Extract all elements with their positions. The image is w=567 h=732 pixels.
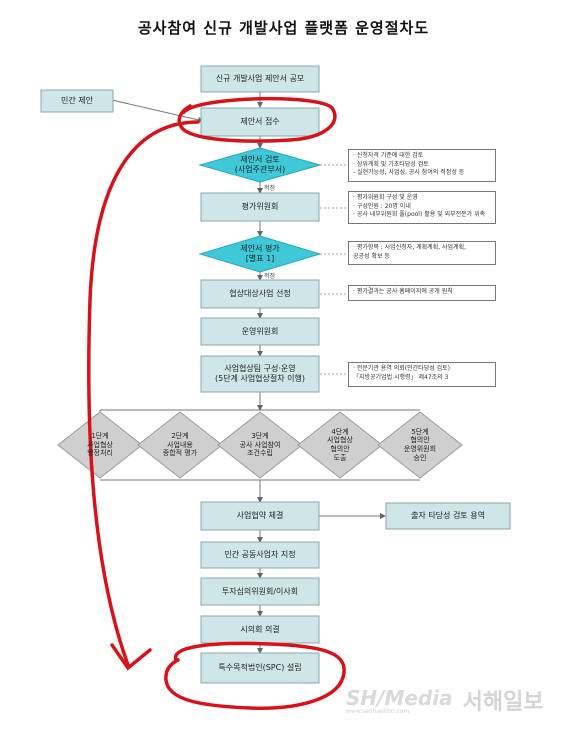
step-call-label: 신규 개발사업 제안서 공모 xyxy=(215,74,305,83)
step-partner-label: 민간 공동사업자 지정 xyxy=(224,550,296,559)
step-agreement-label: 사업협약 체결 xyxy=(236,511,284,520)
watermark: SH/Media www.seohaeilbo.com 서해일보 xyxy=(346,684,544,716)
red-circle-bottom xyxy=(164,641,346,710)
side-study-label: 출자 타당성 검토 용역 xyxy=(411,511,485,520)
stage-2-diamond xyxy=(137,411,223,479)
step-select-box xyxy=(200,279,320,309)
step-council-box xyxy=(200,615,320,644)
evaluation-subtitle: [별표 1] xyxy=(245,254,275,263)
step-investment-box xyxy=(200,577,320,606)
note-evaluation: · 평가항목 : 사업신청자, 계획계획, 사업계획, 공공성 확보 등 xyxy=(348,241,496,265)
red-circle-top xyxy=(177,96,337,143)
step-team-box xyxy=(200,355,320,393)
review-title: 제안서 검토 xyxy=(240,155,280,164)
evaluation-title: 제안서 평가 xyxy=(240,244,280,253)
step-partner-box xyxy=(200,541,320,569)
step-receive-label: 제안서 접수 xyxy=(240,117,280,126)
stage-1-diamond xyxy=(57,411,143,479)
note-review: · 신청자격 기준에 대한 검토· 상위계획 및 기초타당성 검토 - 실현가능… xyxy=(348,149,496,182)
note-selection: · 평가결과는 공사 홈페이지에 공개 원칙 xyxy=(348,285,496,301)
stage-4-diamond xyxy=(297,411,383,479)
step-spc-box xyxy=(200,652,320,684)
step-council-label: 시의회 의결 xyxy=(240,624,280,634)
red-arrow-head xyxy=(110,643,152,671)
stage-5-diamond xyxy=(377,411,463,479)
appropriate-label-2: 적정 xyxy=(264,273,276,280)
stage-3-diamond xyxy=(217,411,303,479)
step-investment-label: 투자심의위원회/이사회 xyxy=(221,586,299,596)
note-team: · 전문기관 용역 의뢰(민간타당성 검토)「지방공기업법 시행령」 제47조의… xyxy=(348,362,496,387)
step-call-box xyxy=(200,65,320,93)
review-subtitle: (사업주관부서) xyxy=(234,165,286,174)
page-title: 공사참여 신규 개발사업 플랫폼 운영절차도 xyxy=(137,19,430,37)
review-diamond xyxy=(198,147,322,183)
red-arrow-curve xyxy=(87,120,200,667)
step-select-label: 협상대상사업 선정 xyxy=(229,289,291,298)
watermark-url: www.seohaeilbo.com xyxy=(346,707,410,715)
step-boxes xyxy=(40,65,511,684)
step-operation-label: 운영위원회 xyxy=(241,326,279,336)
step-eval-committee-box xyxy=(200,192,320,222)
step-receive-box xyxy=(200,107,320,137)
appropriate-label-1: 적정 xyxy=(264,185,276,192)
step-eval-committee-label: 평가위원회 xyxy=(241,202,279,211)
private-proposal-box xyxy=(40,89,114,113)
side-study-box xyxy=(385,502,511,530)
step-spc-label: 특수목적법인(SPC) 설립 xyxy=(218,663,302,672)
team-title: 사업협상팀 구성·운영 xyxy=(224,364,296,373)
watermark-name: 서해일보 xyxy=(462,690,544,715)
step-agreement-box xyxy=(200,501,320,531)
note-committee: · 평가위원회 구성 및 운영· 구성인원 : 20명 이내· 공사 내부위원회… xyxy=(348,191,496,224)
private-proposal-label: 민간 제안 xyxy=(61,96,93,105)
watermark-logo: SH/Media xyxy=(346,685,453,710)
team-subtitle: (5단계 사업협상절차 이행) xyxy=(214,374,306,383)
step-operation-box xyxy=(200,317,320,346)
evaluation-diamond xyxy=(198,235,322,273)
